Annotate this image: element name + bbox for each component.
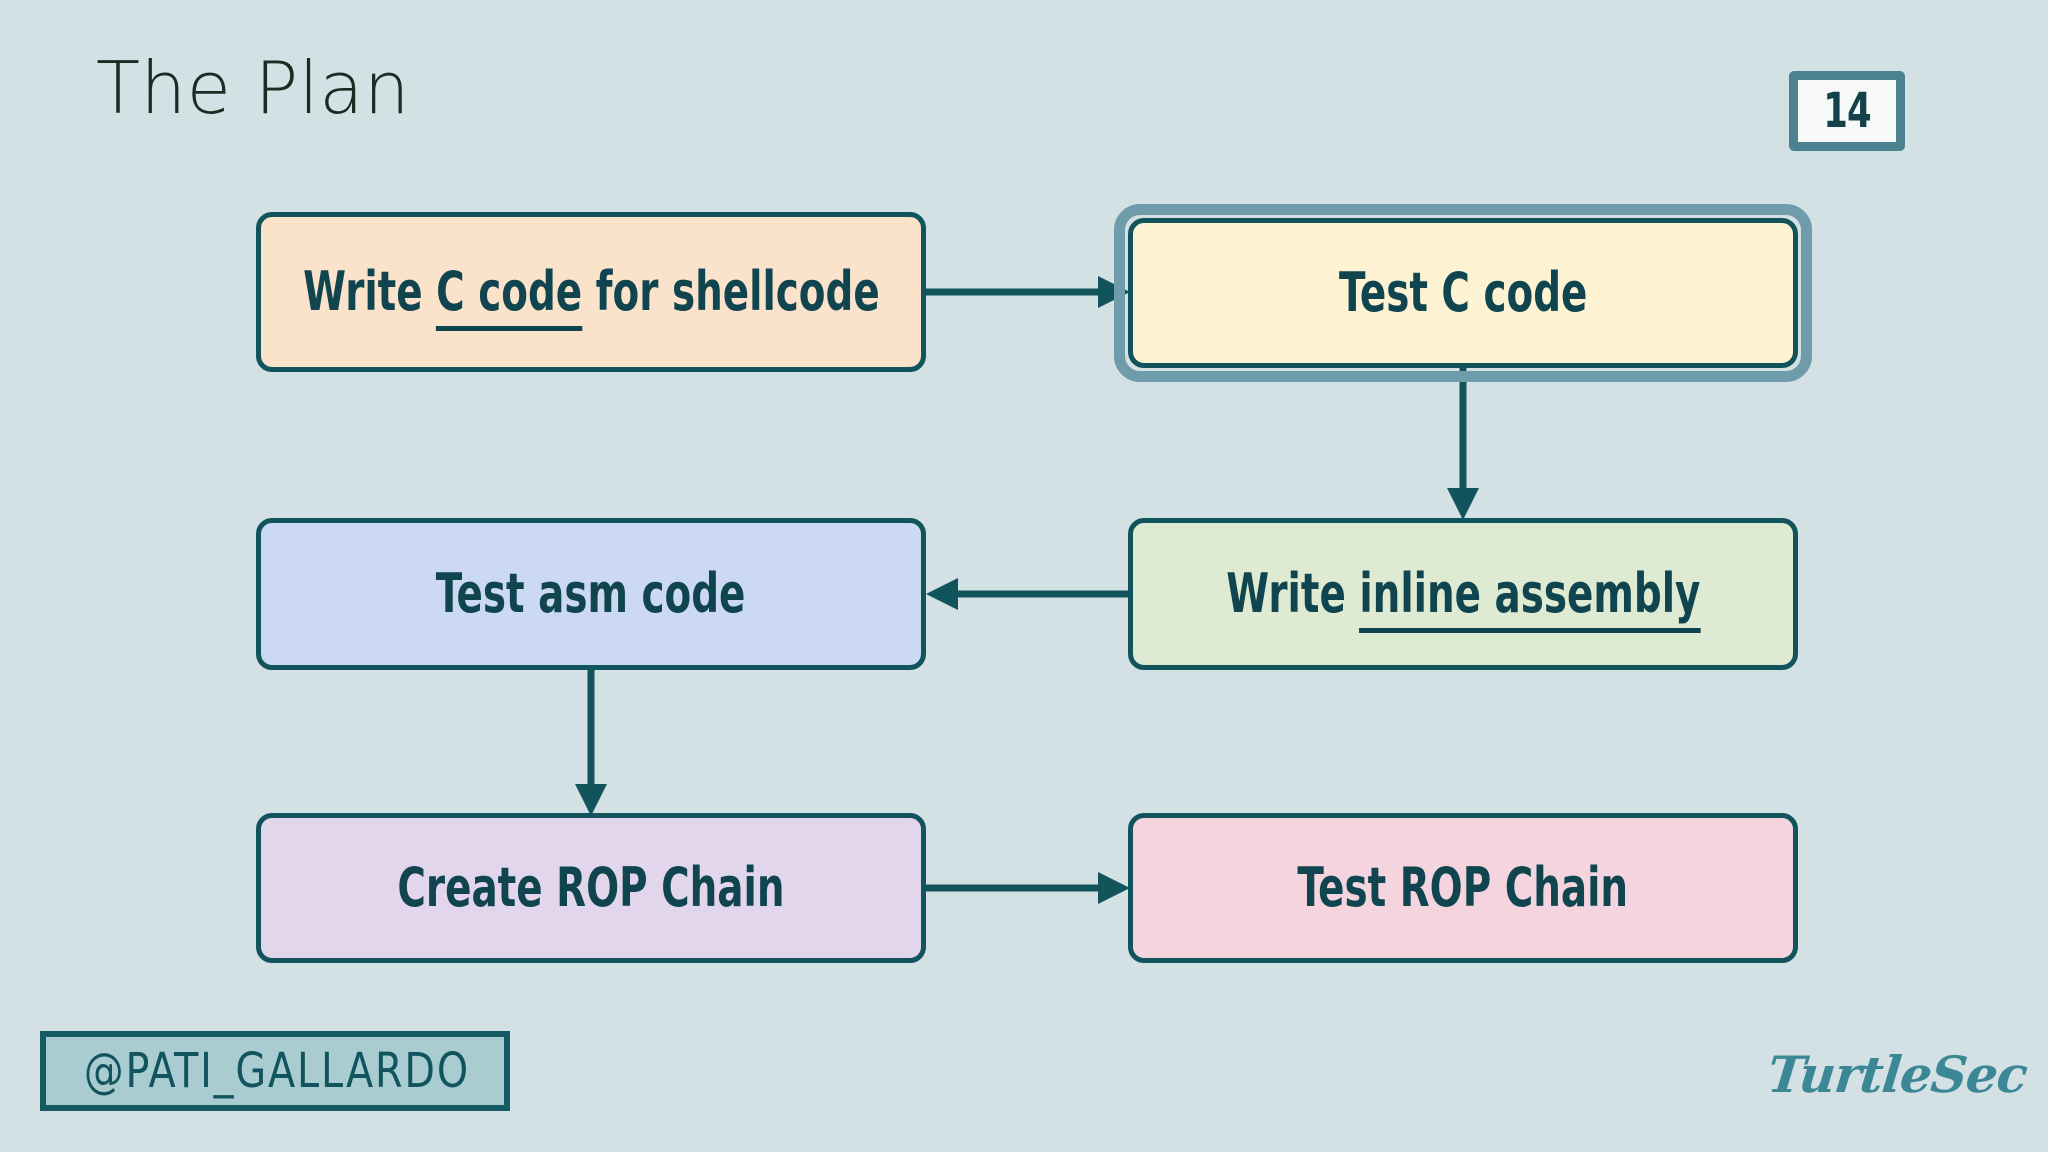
edge-write-c-to-test-c: [926, 272, 1130, 312]
page-title: The Plan: [96, 46, 410, 130]
edge-test-asm-to-create-rop: [571, 670, 611, 816]
page-number-value: 14: [1823, 83, 1871, 139]
flow-node-label: Create ROP Chain: [397, 856, 785, 919]
flow-node-test-rop-chain[interactable]: Test ROP Chain: [1128, 813, 1798, 963]
author-handle-badge: @PATI_GALLARDO: [40, 1031, 510, 1111]
active-step-highlight-ring: [1114, 204, 1812, 382]
flow-node-test-c-code[interactable]: Test C code: [1128, 218, 1798, 368]
edge-write-asm-to-test-asm: [926, 574, 1130, 614]
flow-node-label: Write inline assembly: [1226, 562, 1700, 633]
edge-create-rop-to-test-rop: [926, 868, 1130, 908]
flow-node-create-rop-chain[interactable]: Create ROP Chain: [256, 813, 926, 963]
turtlesec-logo: TurtleSec: [1764, 1045, 2030, 1104]
flow-node-label: Test C code: [1338, 261, 1588, 324]
flow-node-label: Test ROP Chain: [1297, 856, 1629, 919]
author-handle-text: @PATI_GALLARDO: [83, 1043, 470, 1099]
flow-node-write-inline-assembly[interactable]: Write inline assembly: [1128, 518, 1798, 670]
page-number-badge: 14: [1789, 71, 1905, 151]
flow-node-label: Write C code for shellcode: [303, 260, 880, 331]
flow-node-label: Test asm code: [436, 562, 746, 625]
flow-node-test-asm-code[interactable]: Test asm code: [256, 518, 926, 670]
flow-node-write-c-code[interactable]: Write C code for shellcode: [256, 212, 926, 372]
edge-test-c-to-write-asm: [1443, 368, 1483, 520]
